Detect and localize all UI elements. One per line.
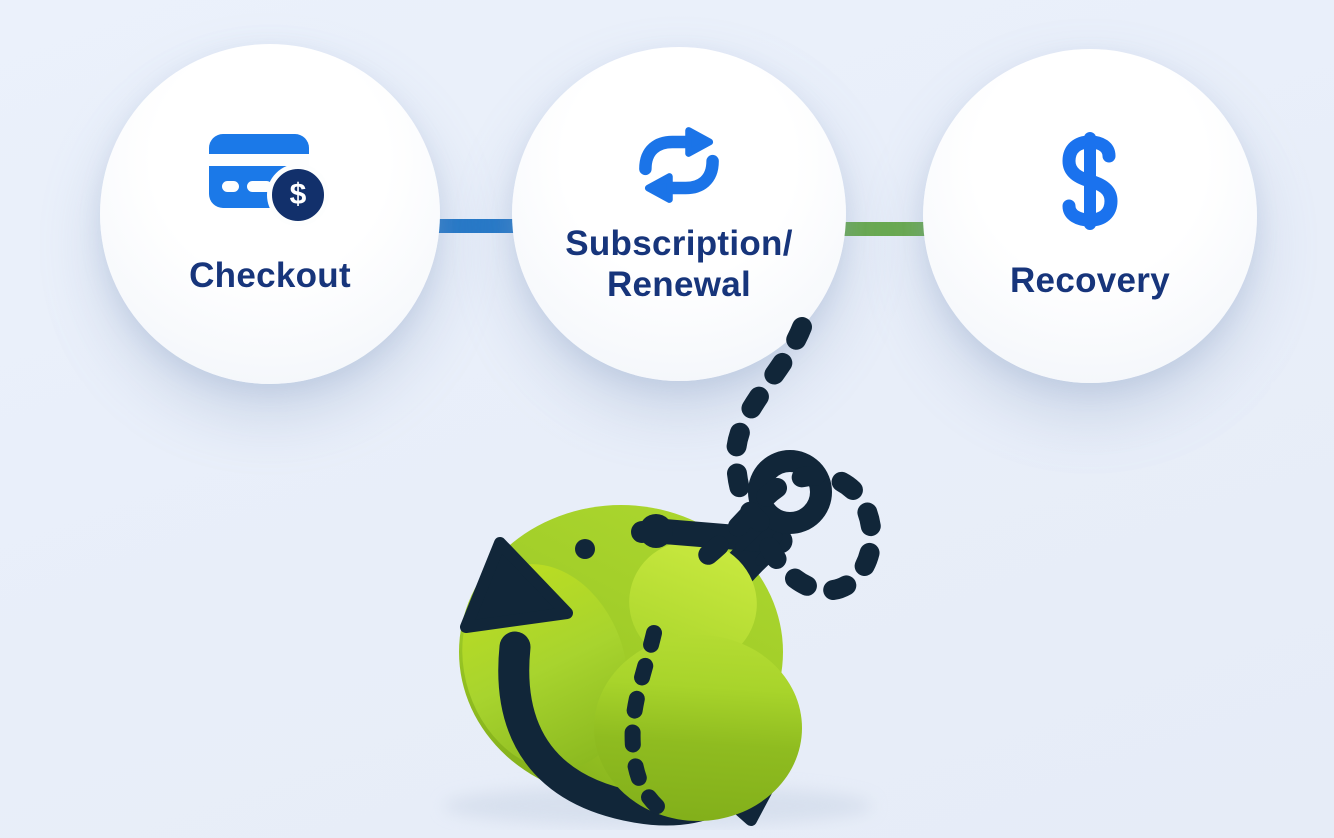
step-checkout: $ Checkout [100, 44, 440, 384]
dollar-icon [1062, 131, 1118, 230]
pear-anchor-illustration [443, 317, 882, 827]
step-label-checkout: Checkout [189, 256, 351, 297]
dollar-badge: $ [267, 163, 329, 226]
step-subscription-renewal: Subscription/ Renewal [512, 47, 846, 381]
badge-dollar-symbol: $ [289, 177, 307, 211]
anchor-icon [460, 523, 798, 826]
connector-subscription-recovery [842, 222, 932, 236]
renewal-arrows-icon [639, 127, 719, 204]
pear-cluster [459, 505, 783, 799]
connector-checkout-subscription [433, 219, 521, 233]
recovery-label-text: Recovery [1009, 260, 1170, 300]
subscription-label-line2: Renewal [606, 265, 752, 304]
step-label-recovery: Recovery [1010, 261, 1170, 302]
ground-shadow [443, 785, 873, 827]
checkout-label-text: Checkout [189, 255, 351, 295]
step-label-subscription-renewal: Subscription/ Renewal [565, 224, 793, 305]
anchor-stock-and-ring [639, 450, 832, 566]
rope [624, 317, 882, 817]
credit-card-dollar-icon: $ [209, 132, 331, 230]
subscription-label-line1: Subscription/ [565, 224, 793, 264]
step-recovery: Recovery [923, 49, 1257, 383]
front-pear [594, 540, 802, 821]
